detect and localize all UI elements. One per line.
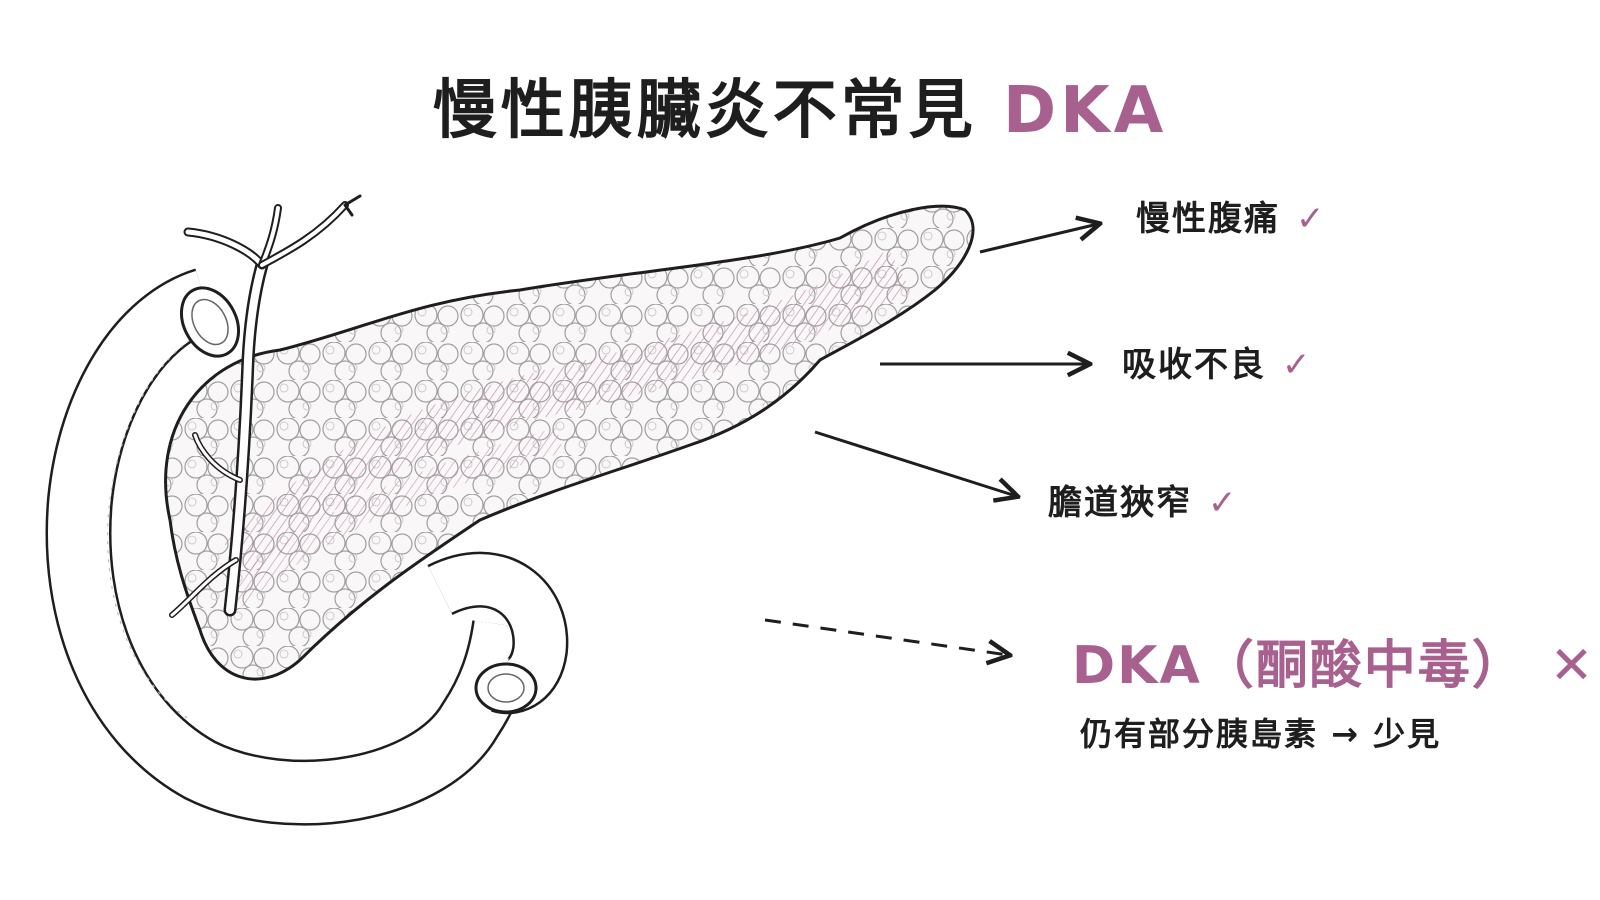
cross-icon: ✕ <box>1549 636 1596 696</box>
feature-label: 慢性腹痛 <box>1136 199 1280 239</box>
dka-text: DKA（酮酸中毒） <box>1072 636 1526 696</box>
duodenum <box>45 268 538 826</box>
feature-chronic-abdominal-pain: 慢性腹痛 ✓ <box>1136 202 1327 236</box>
feature-label: 吸收不良 <box>1122 345 1266 385</box>
bile-duct <box>169 194 362 618</box>
check-icon: ✓ <box>1208 483 1239 523</box>
page-title: 慢性胰臟炎不常見 DKA <box>0 73 1600 150</box>
check-icon: ✓ <box>1296 199 1327 239</box>
title-main: 慢性胰臟炎不常見 <box>432 73 1004 148</box>
title-accent: DKA <box>1003 73 1168 148</box>
check-icon: ✓ <box>1282 345 1313 385</box>
dka-note: 仍有部分胰島素 → 少見 <box>1080 715 1442 753</box>
arrow-right-icon <box>979 224 1098 254</box>
arrow-right-icon <box>814 430 1016 496</box>
feature-biliary-stricture: 膽道狹窄 ✓ <box>1048 486 1239 520</box>
jejunum <box>427 551 569 715</box>
arrow-right-icon <box>764 618 1008 655</box>
feature-malabsorption: 吸收不良 ✓ <box>1122 348 1313 382</box>
feature-label: 膽道狹窄 <box>1048 483 1192 523</box>
dka-label: DKA（酮酸中毒）✕ <box>1072 640 1595 692</box>
